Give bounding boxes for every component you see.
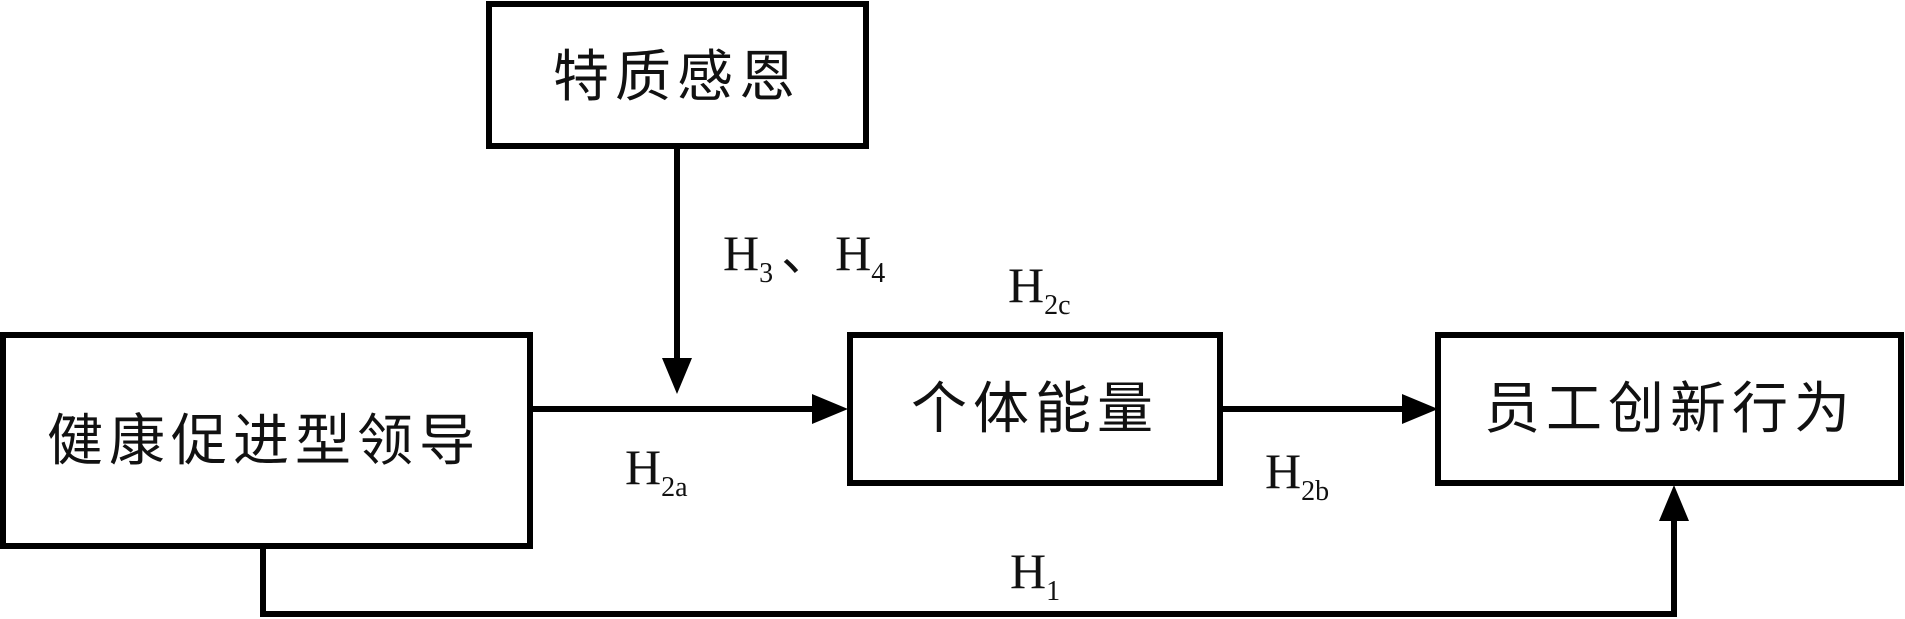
node-moderator-box [486,1,869,149]
node-moderator: 特质感恩 [486,1,869,149]
edge-independent-mediator [530,394,848,424]
arrowhead-icon [1402,394,1438,424]
arrowhead-icon [1659,485,1689,521]
node-independent: 健康促进型领导 [0,332,533,549]
arrowhead-icon [662,358,692,394]
arrowhead-icon [812,394,848,424]
label-h3-h4: H3、H4 [723,225,885,289]
node-mediator-box [847,332,1223,486]
node-dependent: 员工创新行为 [1435,332,1904,486]
label-h2a: H2a [625,439,688,503]
edge-line [260,503,1677,617]
node-independent-box [0,332,533,549]
label-h2c: H2c [1008,257,1071,321]
node-mediator-label: 个体能量 [911,377,1159,442]
node-dependent-box [1435,332,1904,486]
edge-moderator [662,146,692,394]
label-h1: H1 [1010,543,1060,607]
node-moderator-label: 特质感恩 [553,45,801,110]
node-independent-label: 健康促进型领导 [47,409,481,474]
edge-independent-dependent [260,485,1689,617]
node-mediator: 个体能量 [847,332,1223,486]
label-h2b: H2b [1265,443,1329,507]
node-dependent-label: 员工创新行为 [1484,377,1856,442]
edge-mediator-dependent [1220,394,1438,424]
